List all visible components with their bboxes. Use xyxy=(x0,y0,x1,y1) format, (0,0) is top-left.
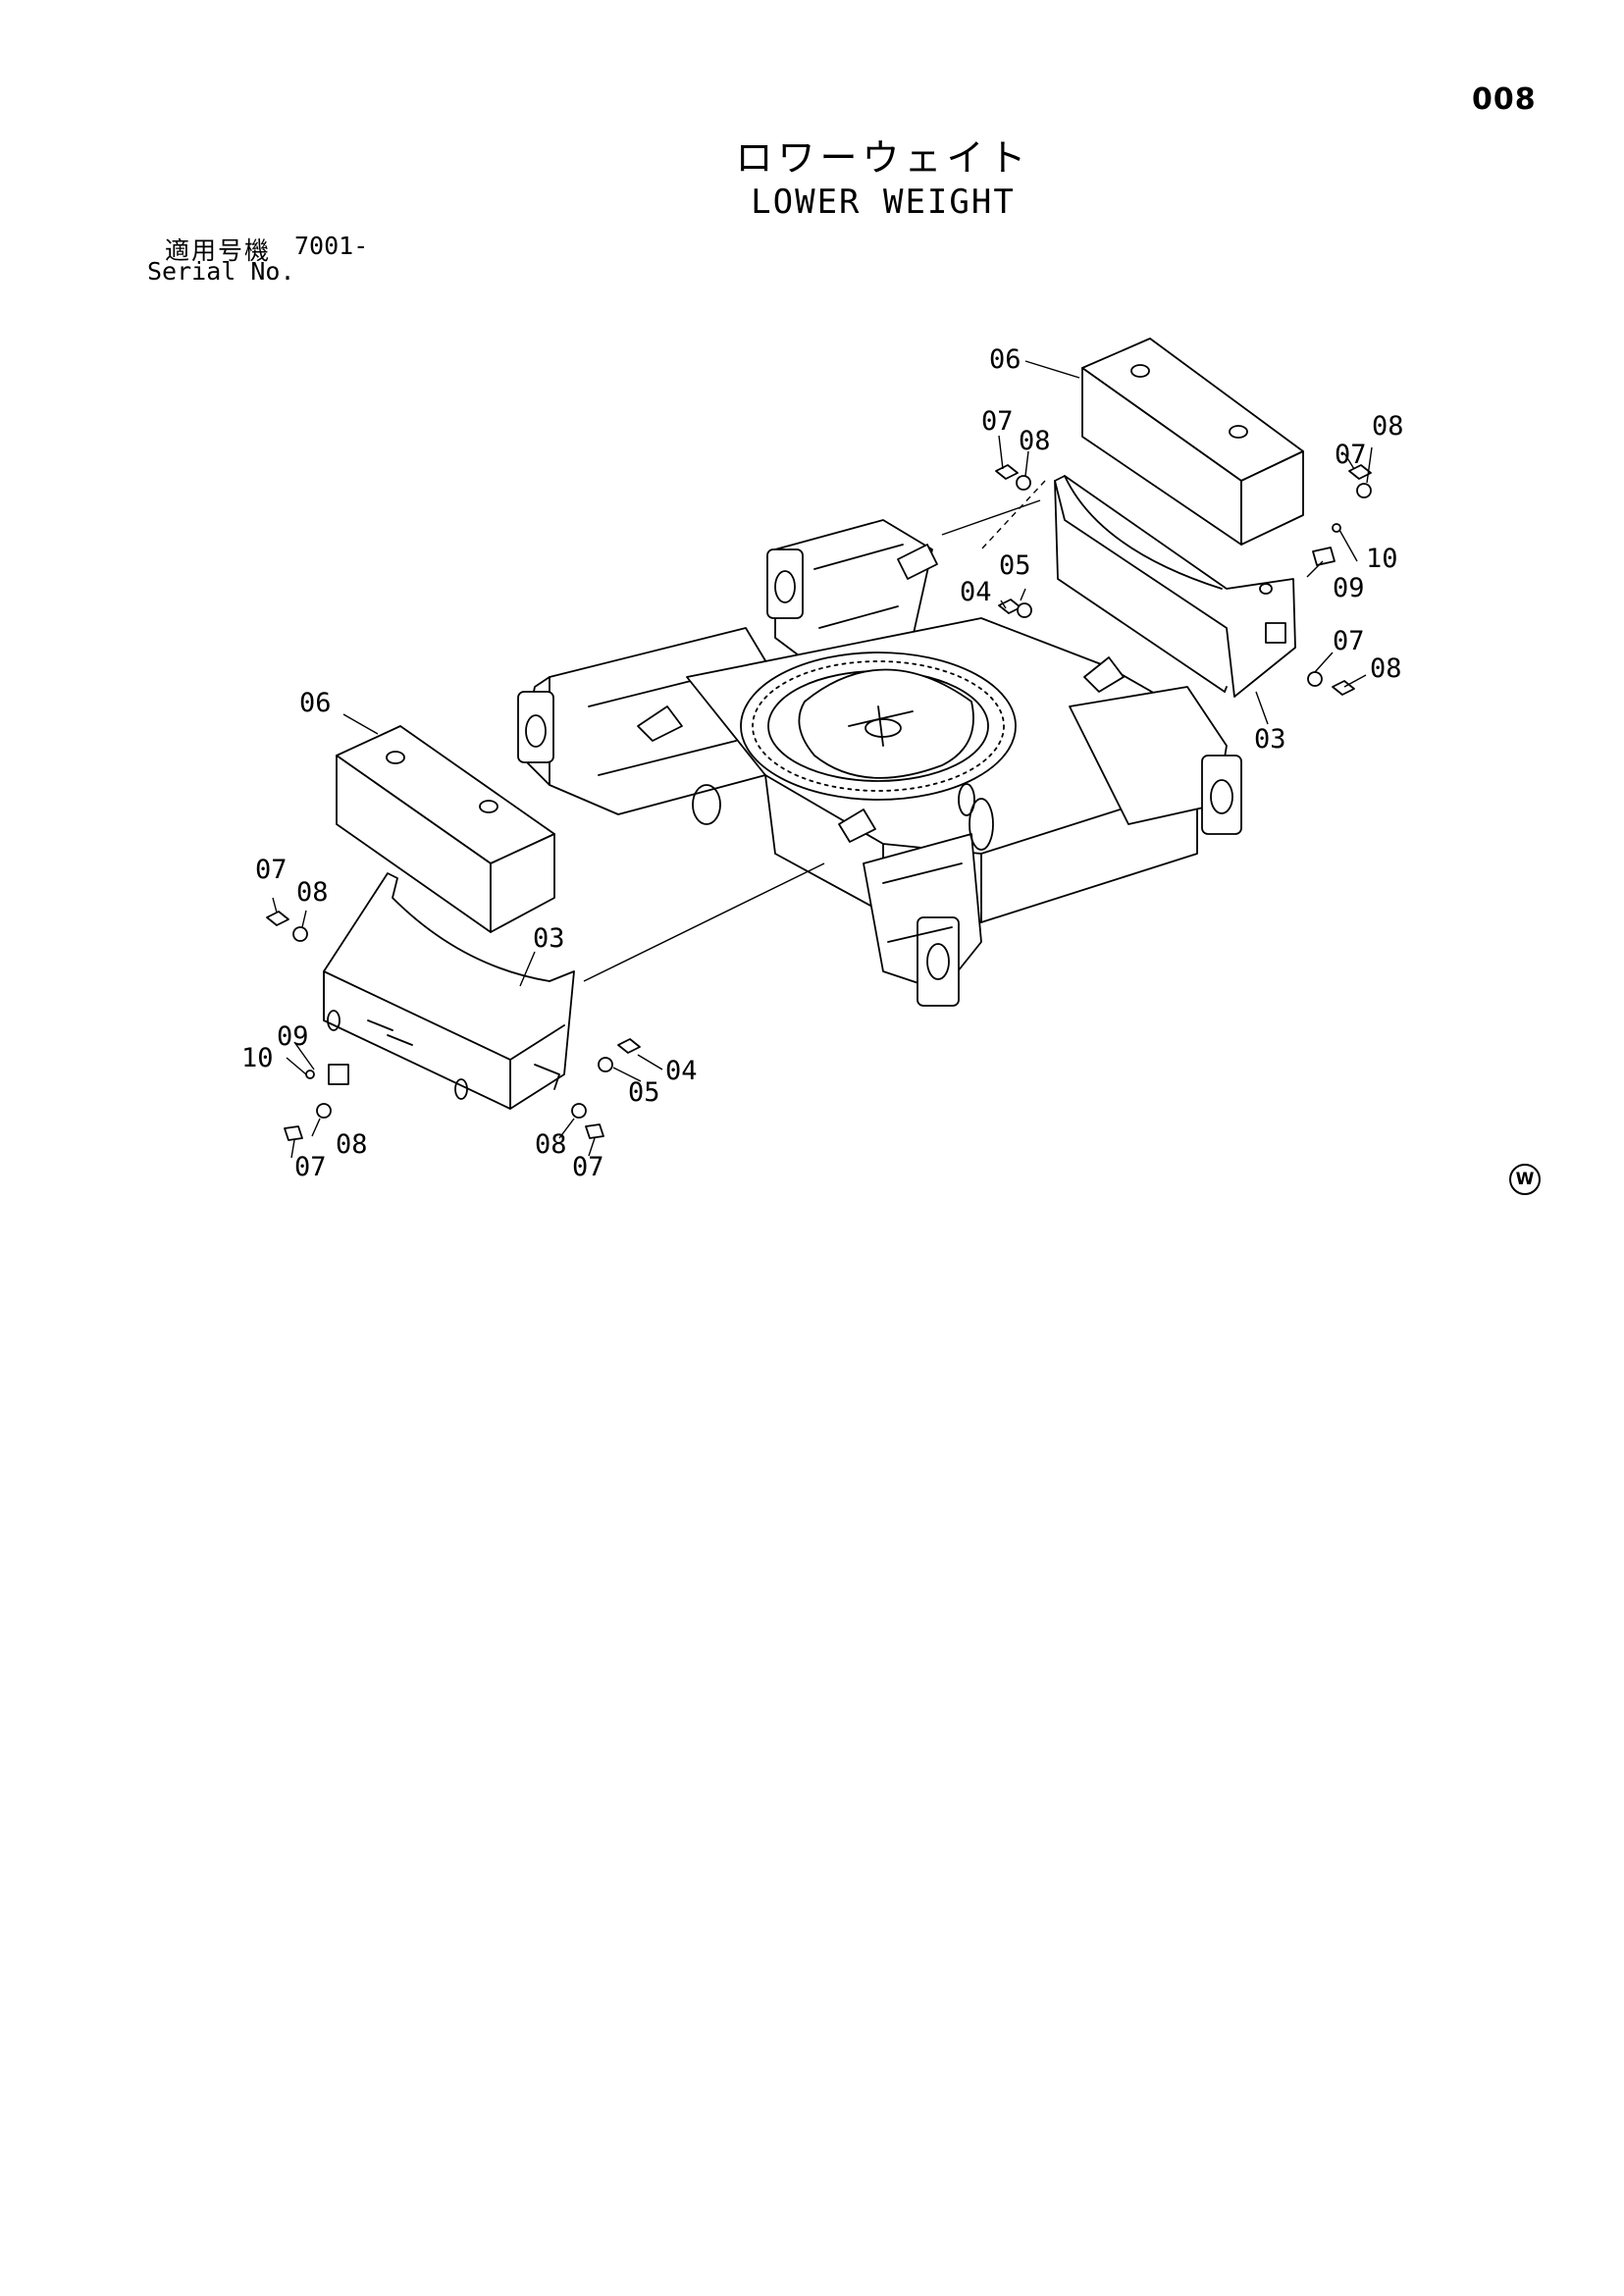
callout-05-left: 05 xyxy=(628,1077,660,1108)
lower-frame xyxy=(517,519,1242,1007)
serial-label-english: Serial No. xyxy=(147,257,295,286)
bolts-left xyxy=(266,911,641,1141)
callout-08-left-3: 08 xyxy=(535,1129,567,1160)
callout-07-right-2: 07 xyxy=(1335,440,1367,470)
callout-07-left-3: 07 xyxy=(572,1152,604,1182)
callout-06-left: 06 xyxy=(299,688,332,718)
callout-08-right-3: 08 xyxy=(1370,653,1402,684)
callout-03-left: 03 xyxy=(533,923,565,954)
lower-weight-block-right xyxy=(1081,338,1304,546)
callout-06-right: 06 xyxy=(989,344,1022,375)
callout-05-right: 05 xyxy=(999,550,1031,581)
callout-04-right: 04 xyxy=(960,577,992,607)
callout-08-left-1: 08 xyxy=(296,877,329,908)
callout-08-left-2: 08 xyxy=(336,1129,368,1160)
callout-07-right-1: 07 xyxy=(981,406,1014,437)
page-number: 008 xyxy=(1472,82,1537,117)
watermark-logo: W xyxy=(1509,1164,1541,1195)
callout-07-right-3: 07 xyxy=(1333,626,1365,656)
lower-weight-block-left xyxy=(336,725,555,933)
callout-04-left: 04 xyxy=(665,1056,698,1086)
title-english: LOWER WEIGHT xyxy=(751,183,1016,222)
serial-label-japanese: 適用号機 xyxy=(165,236,272,265)
bolts-right xyxy=(995,464,1372,696)
serial-value: 7001- xyxy=(294,232,369,260)
title-japanese: ロワーウェイト xyxy=(735,136,1031,180)
callout-09-right: 09 xyxy=(1333,573,1365,603)
callout-07-left-2: 07 xyxy=(294,1152,327,1182)
callout-07-left-1: 07 xyxy=(255,855,288,885)
callout-10-right: 10 xyxy=(1366,544,1398,574)
callout-08-right-1: 08 xyxy=(1019,426,1051,456)
weight-bracket-right xyxy=(1054,475,1296,698)
callout-10-left: 10 xyxy=(241,1043,274,1073)
weight-bracket-left xyxy=(323,872,575,1110)
callout-03-right: 03 xyxy=(1254,724,1286,755)
callout-09-left: 09 xyxy=(277,1021,309,1052)
callout-08-right-2: 08 xyxy=(1372,411,1404,442)
